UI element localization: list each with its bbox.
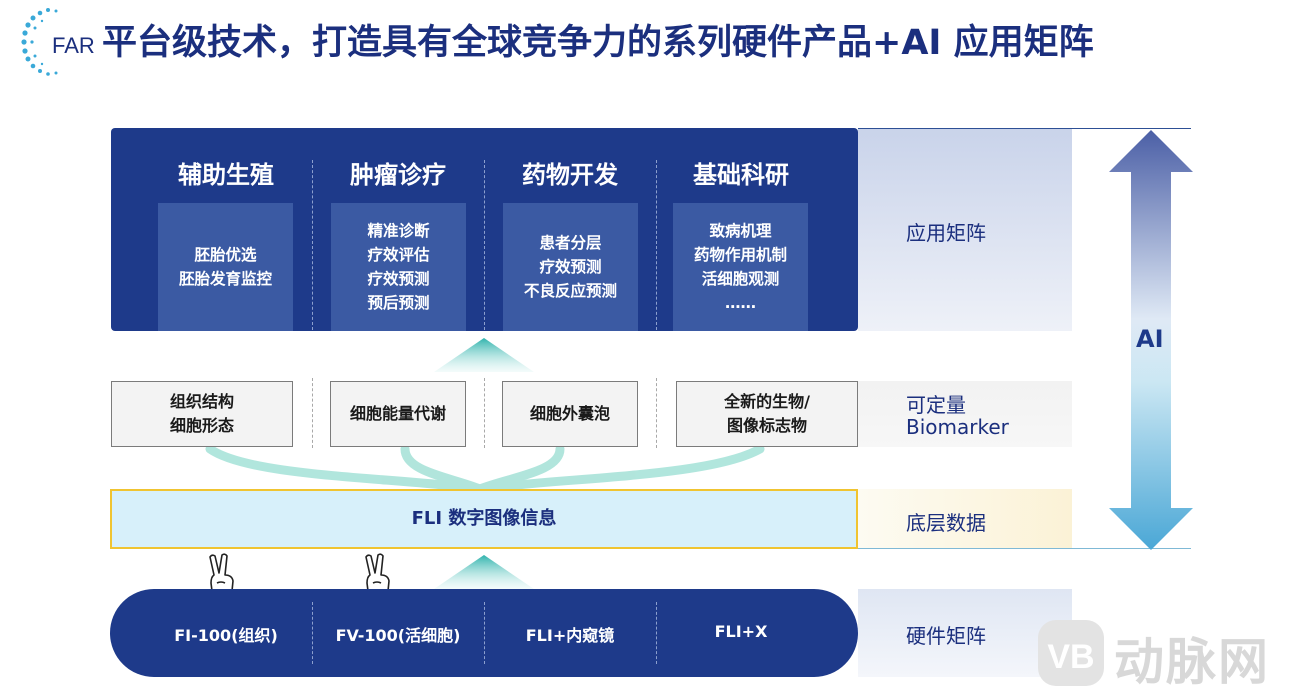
app-item: 疗效预测 xyxy=(539,258,602,276)
biomarker-box-metabolism: 细胞能量代谢 xyxy=(330,381,466,447)
hardware-item: FLI+内窥镜 xyxy=(525,626,615,645)
page-title: 平台级技术，打造具有全球竞争力的系列硬件产品+AI 应用矩阵 xyxy=(102,23,1094,63)
app-item: 活细胞观测 xyxy=(701,270,780,288)
app-title-reproductive: 辅助生殖 xyxy=(178,161,274,189)
column-divider xyxy=(312,602,313,664)
divider-line xyxy=(858,128,1191,129)
watermark: VB 动脉网 xyxy=(1034,616,1304,692)
column-divider xyxy=(656,602,657,664)
ai-double-arrow-icon xyxy=(1109,130,1193,550)
app-item: 药物作用机制 xyxy=(693,246,787,264)
biomarker-text: 细胞能量代谢 xyxy=(349,404,446,423)
divider-line xyxy=(858,548,1191,549)
biomarker-text: 图像标志物 xyxy=(726,416,807,435)
app-box-drug-dev: 患者分层 疗效预测 不良反应预测 xyxy=(503,203,638,331)
app-item: 胚胎优选 xyxy=(194,246,257,264)
watermark-logo-icon: VB xyxy=(1038,620,1104,686)
hardware-item: FV-100(活细胞) xyxy=(335,626,461,645)
biomarker-text: 细胞形态 xyxy=(169,416,234,435)
application-band xyxy=(858,128,1072,331)
biomarker-band xyxy=(858,381,1072,447)
app-item: 精准诊断 xyxy=(367,222,430,240)
app-item: 患者分层 xyxy=(539,234,602,252)
up-arrow-icon xyxy=(434,555,534,589)
up-arrow-icon xyxy=(434,338,534,372)
svg-text:VB: VB xyxy=(1047,638,1094,676)
label-application-matrix: 应用矩阵 xyxy=(906,221,986,245)
biomarker-text: 细胞外囊泡 xyxy=(529,404,610,423)
fli-data-box: FLI 数字图像信息 xyxy=(110,489,858,549)
column-divider xyxy=(656,378,657,448)
label-quantifiable: 可定量 xyxy=(906,393,966,417)
biomarker-text: 组织结构 xyxy=(169,392,234,411)
app-item: 预后预测 xyxy=(367,294,430,312)
hardware-band xyxy=(858,589,1072,677)
app-item: 胚胎发育监控 xyxy=(178,270,272,288)
app-item: 疗效预测 xyxy=(367,270,430,288)
app-item: 致病机理 xyxy=(709,222,772,240)
base-data-band xyxy=(858,489,1072,549)
label-base-data: 底层数据 xyxy=(906,511,986,535)
biomarker-box-new-markers: 全新的生物/ 图像标志物 xyxy=(676,381,858,447)
company-logo: FAR xyxy=(18,6,98,78)
app-box-oncology: 精准诊断 疗效评估 疗效预测 预后预测 xyxy=(331,203,466,331)
hardware-item: FLI+X xyxy=(714,622,768,641)
column-divider xyxy=(484,602,485,664)
column-divider xyxy=(312,378,313,448)
app-title-basic-research: 基础科研 xyxy=(693,161,789,189)
ai-label: AI xyxy=(1136,325,1164,353)
biomarker-text: 全新的生物/ xyxy=(724,392,810,411)
hardware-item: FI-100(组织) xyxy=(174,626,278,645)
column-divider xyxy=(312,160,313,330)
biomarker-box-tissue: 组织结构 细胞形态 xyxy=(111,381,293,447)
biomarker-box-vesicles: 细胞外囊泡 xyxy=(502,381,638,447)
column-divider xyxy=(484,160,485,330)
merge-connector xyxy=(205,447,765,491)
app-item: …… xyxy=(725,294,756,312)
column-divider xyxy=(484,378,485,448)
app-title-drug-dev: 药物开发 xyxy=(522,161,618,189)
watermark-text: 动脉网 xyxy=(1114,633,1270,691)
app-box-reproductive: 胚胎优选 胚胎发育监控 xyxy=(158,203,293,331)
app-item: 疗效评估 xyxy=(367,246,430,264)
app-title-oncology: 肿瘤诊疗 xyxy=(350,161,446,189)
app-item: 不良反应预测 xyxy=(523,282,617,300)
app-box-basic-research: 致病机理 药物作用机制 活细胞观测 …… xyxy=(673,203,808,331)
label-hardware-matrix: 硬件矩阵 xyxy=(906,624,986,648)
column-divider xyxy=(656,160,657,330)
logo-text: FAR xyxy=(52,33,95,58)
label-biomarker: Biomarker xyxy=(906,415,1009,439)
